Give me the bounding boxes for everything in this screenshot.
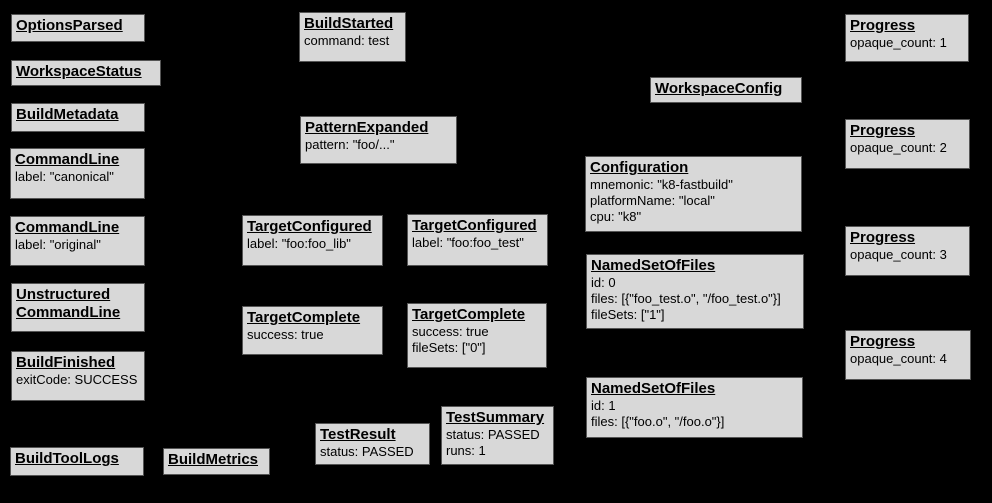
node-workspace-config: WorkspaceConfig [650, 77, 802, 103]
node-title: BuildMetrics [168, 451, 259, 468]
node-workspace-status: WorkspaceStatus [11, 60, 161, 86]
node-detail: success: true [412, 324, 489, 339]
node-detail: files: [{"foo_test.o", "/foo_test.o"}] [591, 291, 781, 306]
node-detail: platformName: "local" [590, 193, 715, 208]
node-detail: label: "foo:foo_lib" [247, 236, 351, 251]
node-title: BuildToolLogs [15, 450, 119, 467]
node-detail: opaque_count: 2 [850, 140, 947, 155]
node-title: WorkspaceStatus [16, 63, 142, 80]
node-build-metrics: BuildMetrics [163, 448, 270, 475]
node-title: Progress [850, 17, 916, 34]
node-title: WorkspaceConfig [655, 80, 783, 97]
node-detail: status: PASSED [446, 427, 540, 442]
node-detail: pattern: "foo/..." [305, 137, 395, 152]
node-title: NamedSetOfFiles [591, 380, 716, 397]
node-title: TestSummary [446, 409, 545, 426]
node-title: OptionsParsed [16, 17, 123, 34]
node-build-tool-logs: BuildToolLogs [10, 447, 144, 476]
node-title: TargetComplete [247, 309, 361, 326]
node-detail: mnemonic: "k8-fastbuild" [590, 177, 733, 192]
node-title: BuildFinished [16, 354, 116, 371]
node-detail: opaque_count: 1 [850, 35, 947, 50]
node-detail: runs: 1 [446, 443, 486, 458]
node-detail: success: true [247, 327, 324, 342]
node-title: Progress [850, 229, 916, 246]
node-title: PatternExpanded [305, 119, 429, 136]
node-detail: id: 0 [591, 275, 616, 290]
node-title: Progress [850, 333, 916, 350]
node-build-metadata: BuildMetadata [11, 103, 145, 132]
node-title: CommandLine [15, 219, 120, 236]
node-title: TestResult [320, 426, 396, 443]
node-title: TargetConfigured [412, 217, 537, 234]
node-detail: label: "canonical" [15, 169, 114, 184]
node-title: CommandLine [16, 304, 121, 321]
node-title: Configuration [590, 159, 689, 176]
node-detail: command: test [304, 33, 390, 48]
node-title: BuildStarted [304, 15, 394, 32]
node-detail: cpu: "k8" [590, 209, 642, 224]
node-detail: id: 1 [591, 398, 616, 413]
node-detail: status: PASSED [320, 444, 414, 459]
node-title: Unstructured [16, 286, 111, 303]
node-title: Progress [850, 122, 916, 139]
node-detail: files: [{"foo.o", "/foo.o"}] [591, 414, 725, 429]
node-detail: fileSets: ["1"] [591, 307, 665, 322]
node-detail: fileSets: ["0"] [412, 340, 486, 355]
node-detail: exitCode: SUCCESS [16, 372, 138, 387]
node-title: BuildMetadata [16, 106, 119, 123]
node-detail: opaque_count: 3 [850, 247, 947, 262]
node-title: CommandLine [15, 151, 120, 168]
node-options-parsed: OptionsParsed [11, 14, 145, 42]
node-detail: label: "foo:foo_test" [412, 235, 524, 250]
node-title: TargetConfigured [247, 218, 372, 235]
node-detail: opaque_count: 4 [850, 351, 947, 366]
node-title: TargetComplete [412, 306, 526, 323]
node-detail: label: "original" [15, 237, 101, 252]
node-title: NamedSetOfFiles [591, 257, 716, 274]
